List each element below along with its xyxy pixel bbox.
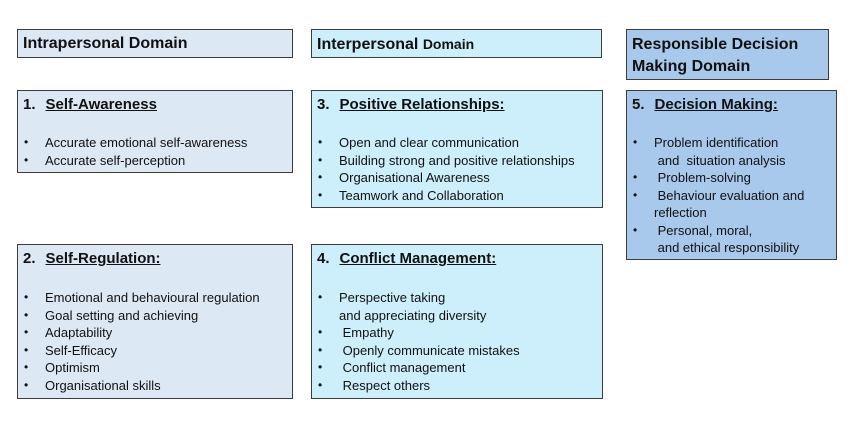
list-item: Conflict management bbox=[312, 359, 602, 377]
list-item: Respect others bbox=[312, 377, 602, 395]
positive-relationships-card: 3. Positive Relationships: Open and clear… bbox=[311, 90, 603, 208]
list-item: Personal, moral, and ethical responsibil… bbox=[627, 222, 836, 257]
list-item: Optimism bbox=[18, 359, 292, 377]
list-item-line: Problem identification bbox=[654, 135, 779, 150]
bullet-list: Accurate emotional self-awareness Accura… bbox=[18, 134, 292, 169]
card-title: 1. Self-Awareness bbox=[18, 91, 292, 115]
list-item: Accurate self-perception bbox=[18, 152, 292, 170]
card-number: 2. bbox=[23, 250, 36, 267]
list-item-line: and ethical responsibility bbox=[654, 240, 800, 255]
list-item-line: reflection bbox=[654, 205, 707, 220]
list-item: Goal setting and achieving bbox=[18, 307, 292, 325]
list-item: Openly communicate mistakes bbox=[312, 342, 602, 360]
list-item: Behaviour evaluation and reflection bbox=[627, 187, 836, 222]
bullet-list: Perspective taking and appreciating dive… bbox=[312, 289, 602, 394]
list-item: Problem identification and situation ana… bbox=[627, 134, 836, 169]
list-item: Self-Efficacy bbox=[18, 342, 292, 360]
card-title-text: Self-Regulation: bbox=[45, 250, 161, 267]
card-title: 2. Self-Regulation: bbox=[18, 245, 292, 269]
card-number: 5. bbox=[632, 96, 645, 113]
card-title: 4. Conflict Management: bbox=[312, 245, 602, 269]
domain-title-line2: Making Domain bbox=[632, 58, 751, 75]
list-item: Teamwork and Collaboration bbox=[312, 187, 602, 205]
self-awareness-card: 1. Self-Awareness Accurate emotional self… bbox=[17, 90, 293, 173]
list-item: Open and clear communication bbox=[312, 134, 602, 152]
list-item-line: Perspective taking bbox=[339, 290, 446, 305]
card-number: 4. bbox=[317, 250, 330, 267]
list-item-line: Personal, moral, bbox=[654, 222, 753, 238]
card-number: 3. bbox=[317, 96, 330, 113]
interpersonal-domain-header: Interpersonal Domain bbox=[311, 29, 602, 58]
list-item-line: and situation analysis bbox=[654, 152, 786, 168]
list-item-line: Behaviour evaluation and bbox=[654, 187, 805, 203]
card-title: 5. Decision Making: bbox=[627, 91, 836, 115]
card-number: 1. bbox=[23, 96, 36, 113]
card-title-text: Decision Making: bbox=[654, 96, 778, 113]
domain-title: Intrapersonal Domain bbox=[23, 35, 188, 52]
bullet-list: Problem identification and situation ana… bbox=[627, 134, 836, 257]
domain-title-suffix: Domain bbox=[422, 36, 475, 52]
list-item: Problem-solving bbox=[627, 169, 836, 187]
list-item: Adaptability bbox=[18, 324, 292, 342]
conflict-management-card: 4. Conflict Management: Perspective takin… bbox=[311, 244, 603, 399]
decision-making-card: 5. Decision Making: Problem identificatio… bbox=[626, 90, 837, 260]
domain-title: Interpersonal bbox=[317, 36, 419, 53]
card-title: 3. Positive Relationships: bbox=[312, 91, 602, 115]
card-title-text: Self-Awareness bbox=[45, 96, 157, 113]
list-item: Organisational skills bbox=[18, 377, 292, 395]
card-title-text: Conflict Management: bbox=[339, 250, 497, 267]
list-item: Perspective taking and appreciating dive… bbox=[312, 289, 602, 324]
list-item: Organisational Awareness bbox=[312, 169, 602, 187]
list-item: Accurate emotional self-awareness bbox=[18, 134, 292, 152]
bullet-list: Open and clear communication Building st… bbox=[312, 134, 602, 204]
intrapersonal-domain-header: Intrapersonal Domain bbox=[17, 29, 293, 58]
self-regulation-card: 2. Self-Regulation: Emotional and behavio… bbox=[17, 244, 293, 399]
decision-making-domain-header: Responsible Decision Making Domain bbox=[626, 29, 829, 80]
domain-title-line1: Responsible Decision bbox=[632, 36, 799, 53]
list-item-line: and appreciating diversity bbox=[339, 307, 487, 323]
list-item: Building strong and positive relationshi… bbox=[312, 152, 602, 170]
list-item: Empathy bbox=[312, 324, 602, 342]
bullet-list: Emotional and behavioural regulation Goa… bbox=[18, 289, 292, 394]
card-title-text: Positive Relationships: bbox=[339, 96, 505, 113]
list-item: Emotional and behavioural regulation bbox=[18, 289, 292, 307]
